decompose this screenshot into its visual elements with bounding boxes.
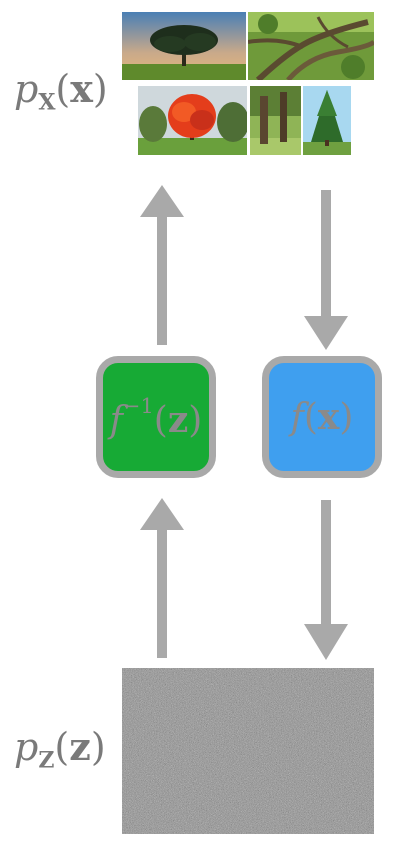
noise-icon	[122, 668, 374, 834]
forward-function-label: f(x)	[290, 396, 354, 438]
tree-photo-red-maple	[138, 86, 247, 155]
tree-photo-oak-sunset	[122, 12, 246, 80]
latent-distribution-label: pZ(z)	[14, 724, 106, 774]
arrow-down-from-data	[304, 190, 348, 350]
inverse-function-label: f−1(z)	[109, 393, 203, 441]
arrow-up-from-noise	[140, 498, 184, 658]
conifer-tree-icon	[303, 86, 351, 155]
gaussian-noise-image	[122, 668, 374, 834]
tree-photo-trunks	[250, 86, 301, 155]
tree-photo-branches	[248, 12, 374, 80]
inverse-function-box: f−1(z)	[96, 356, 216, 478]
tree-silhouette-icon	[122, 12, 246, 80]
red-tree-icon	[138, 86, 247, 155]
tree-photo-conifer	[303, 86, 351, 155]
arrow-down-to-noise	[304, 500, 348, 660]
data-distribution-label: pX(x)	[14, 66, 108, 116]
tree-trunks-icon	[250, 86, 301, 155]
arrow-up-to-data	[140, 185, 184, 345]
tree-branches-icon	[248, 12, 374, 80]
forward-function-box: f(x)	[262, 356, 382, 478]
